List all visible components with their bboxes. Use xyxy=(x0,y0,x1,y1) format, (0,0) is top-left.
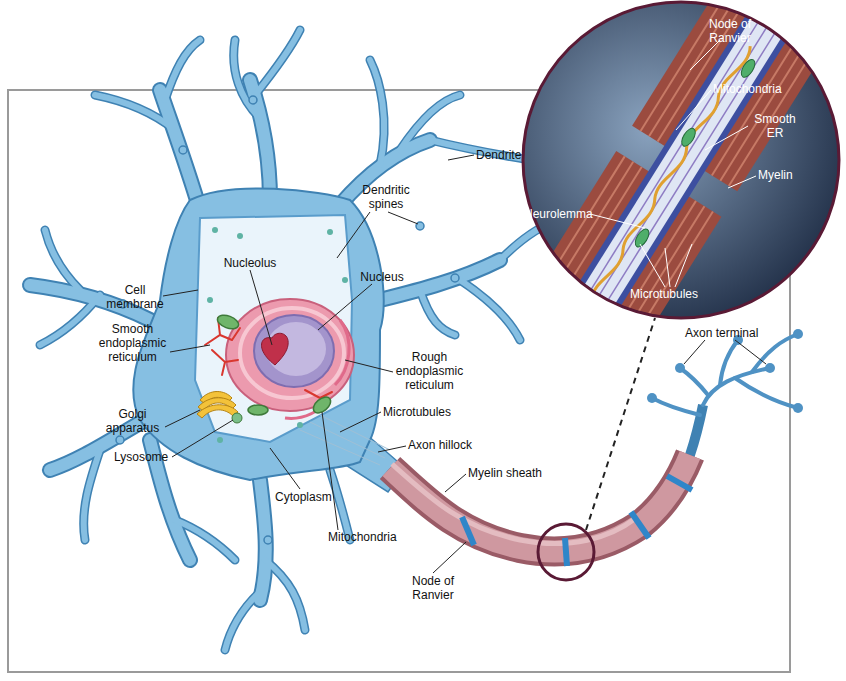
part-label: Cytoplasm xyxy=(275,490,355,504)
leader-line xyxy=(590,40,756,287)
vesicle xyxy=(207,227,348,443)
axon xyxy=(390,405,703,551)
dendrite-outline xyxy=(30,30,560,650)
golgi-apparatus xyxy=(197,392,238,419)
part-label: Axon hillock xyxy=(408,438,498,452)
part-label: Smooth ER xyxy=(750,112,800,140)
dendrite xyxy=(30,30,560,650)
myelin-sheath xyxy=(390,455,690,551)
node-of-ranvier xyxy=(462,476,692,566)
part-label: Node of Ranvier xyxy=(700,17,760,45)
part-label: Myelin xyxy=(758,168,818,182)
part-label: Rough endoplasmic reticulum xyxy=(392,350,467,392)
zoom-line xyxy=(586,318,655,530)
part-label: Nucleus xyxy=(352,270,412,284)
myelin-sheath xyxy=(390,455,690,551)
microtubule xyxy=(300,415,390,465)
part-label: Dendrite xyxy=(476,148,546,162)
part-label: Microtubules xyxy=(630,287,720,301)
nucleolus xyxy=(261,333,288,365)
part-label: Golgi apparatus xyxy=(100,407,165,435)
leader-line xyxy=(163,155,766,573)
myelin-highlight xyxy=(392,464,636,544)
part-label: Dendritic spines xyxy=(356,183,416,211)
soma xyxy=(133,188,383,480)
part-label: Nucleolus xyxy=(215,256,285,270)
part-label: Myelin sheath xyxy=(468,466,558,480)
part-label: Node of Ranvier xyxy=(403,574,463,602)
part-label: Microtubules xyxy=(383,405,473,419)
part-label: Neurolemma xyxy=(524,207,604,221)
mitochondrion xyxy=(216,313,334,416)
part-label: Cell membrane xyxy=(105,283,165,311)
synaptic-knob xyxy=(647,329,803,413)
inset xyxy=(523,0,846,352)
rough-er xyxy=(285,320,349,418)
part-label: Mitochondria xyxy=(328,530,418,544)
part-label: Smooth endoplasmic reticulum xyxy=(95,322,170,364)
part-label: Mitochondria xyxy=(713,82,803,96)
zoom-circle xyxy=(538,524,594,580)
part-label: Lysosome xyxy=(114,450,184,464)
lysosome xyxy=(232,413,242,423)
part-label: Axon terminal xyxy=(685,326,775,340)
axon-terminal xyxy=(652,334,798,415)
